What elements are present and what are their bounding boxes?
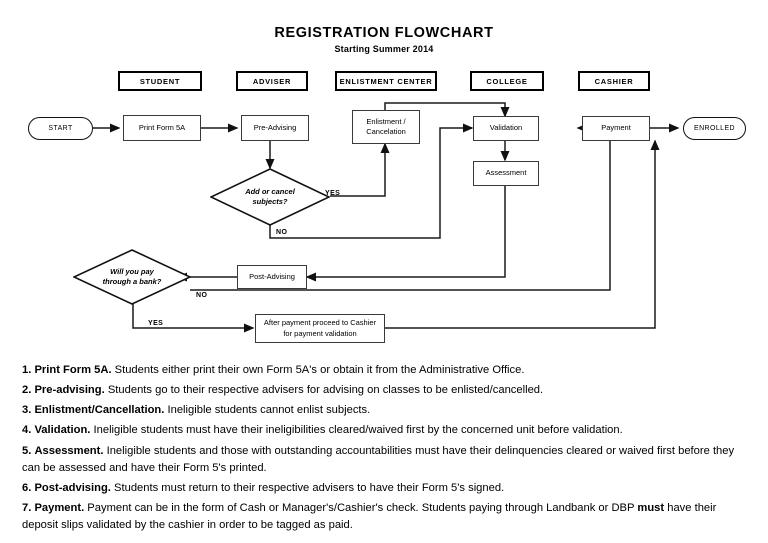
column-header-label: CASHIER bbox=[594, 76, 634, 86]
note-emphasis: must bbox=[637, 501, 665, 514]
note-item: 2. Pre-advising. Students go to their re… bbox=[22, 382, 748, 399]
edge-label-pay-bank-yes: YES bbox=[148, 320, 164, 327]
note-number: 5. bbox=[22, 444, 32, 457]
note-item: 3. Enlistment/Cancellation. Ineligible s… bbox=[22, 402, 748, 419]
node-label: Enlistment / Cancelation bbox=[366, 116, 406, 136]
edge-label-add-cancel-yes: YES bbox=[325, 190, 341, 197]
node-assessment: Assessment bbox=[473, 161, 539, 186]
column-header-label: STUDENT bbox=[139, 76, 181, 86]
column-header-cashier: CASHIER bbox=[578, 71, 650, 91]
node-payment: Payment bbox=[582, 116, 650, 141]
node-after-payment-proceed-to-cashier: After payment proceed to Cashier for pay… bbox=[255, 314, 385, 343]
note-lead: Payment. bbox=[34, 501, 85, 514]
node-enlistment-cancelation: Enlistment / Cancelation bbox=[352, 110, 420, 144]
node-post-advising: Post-Advising bbox=[237, 265, 307, 289]
note-lead: Assessment. bbox=[34, 444, 104, 457]
note-number: 6. bbox=[22, 481, 32, 494]
column-header-student: STUDENT bbox=[118, 71, 202, 91]
note-item: 7. Payment. Payment can be in the form o… bbox=[22, 500, 748, 534]
note-lead: Post-advising. bbox=[34, 481, 111, 494]
note-text: Ineligible students cannot enlist subjec… bbox=[164, 404, 371, 417]
page-title: REGISTRATION FLOWCHART bbox=[274, 25, 494, 41]
column-header-label: ENLISTMENT CENTER bbox=[339, 76, 433, 86]
note-text: Students go to their respective advisers… bbox=[104, 384, 544, 397]
note-lead: Print Form 5A. bbox=[34, 364, 112, 376]
node-label: After payment proceed to Cashier for pay… bbox=[263, 318, 377, 338]
note-text: Ineligible students and those with outst… bbox=[22, 444, 735, 474]
node-label: Post-Advising bbox=[249, 271, 295, 281]
edge-label-pay-bank-no: NO bbox=[196, 292, 208, 299]
note-number: 1. bbox=[22, 364, 32, 376]
note-number: 4. bbox=[22, 424, 32, 437]
note-number: 2. bbox=[22, 384, 32, 397]
note-text: Ineligible students must have their inel… bbox=[90, 424, 623, 437]
column-header-enlistment-center: ENLISTMENT CENTER bbox=[335, 71, 437, 91]
note-item: 5. Assessment. Ineligible students and t… bbox=[22, 443, 748, 477]
edge-label-add-cancel-no: NO bbox=[276, 229, 288, 236]
decision-will-you-pay-through-a-bank: Will you pay through a bank? bbox=[73, 249, 191, 305]
note-text: Students must return to their respective… bbox=[110, 481, 505, 494]
decision-add-or-cancel-subjects: Add or cancel subjects? bbox=[210, 168, 330, 226]
node-label: START bbox=[48, 125, 73, 132]
notes-list: 1. Print Form 5A. Students either print … bbox=[22, 362, 748, 537]
node-validation: Validation bbox=[473, 116, 539, 141]
node-start: START bbox=[28, 117, 93, 140]
node-enrolled: ENROLLED bbox=[683, 117, 746, 140]
node-pre-advising: Pre-Advising bbox=[241, 115, 309, 141]
note-number: 3. bbox=[22, 404, 32, 417]
note-item: 4. Validation. Ineligible students must … bbox=[22, 422, 748, 439]
node-label: ENROLLED bbox=[694, 125, 735, 132]
note-lead: Validation. bbox=[34, 424, 91, 437]
flowchart-canvas: STUDENT ADVISER ENLISTMENT CENTER COLLEG… bbox=[28, 71, 746, 343]
node-print-form-5a: Print Form 5A bbox=[123, 115, 201, 141]
note-number: 7. bbox=[22, 501, 32, 514]
note-text: Students either print their own Form 5A'… bbox=[111, 364, 525, 376]
node-label: Pre-Advising bbox=[253, 122, 297, 132]
node-label: Validation bbox=[489, 123, 523, 133]
node-label: Payment bbox=[601, 123, 631, 133]
note-text: Payment can be in the form of Cash or Ma… bbox=[84, 501, 638, 514]
note-item: 6. Post-advising. Students must return t… bbox=[22, 480, 748, 497]
column-header-college: COLLEGE bbox=[470, 71, 544, 91]
column-header-label: COLLEGE bbox=[486, 76, 528, 86]
note-item: 1. Print Form 5A. Students either print … bbox=[22, 362, 748, 379]
column-header-label: ADVISER bbox=[252, 76, 292, 86]
note-lead: Enlistment/Cancellation. bbox=[34, 404, 165, 417]
note-text-continued: have their deposit slips validated by th… bbox=[22, 501, 717, 532]
node-label: Print Form 5A bbox=[138, 122, 186, 132]
page-subtitle: Starting Summer 2014 bbox=[334, 44, 434, 54]
node-label: Assessment bbox=[485, 168, 527, 178]
note-lead: Pre-advising. bbox=[34, 384, 105, 397]
column-header-adviser: ADVISER bbox=[236, 71, 308, 91]
